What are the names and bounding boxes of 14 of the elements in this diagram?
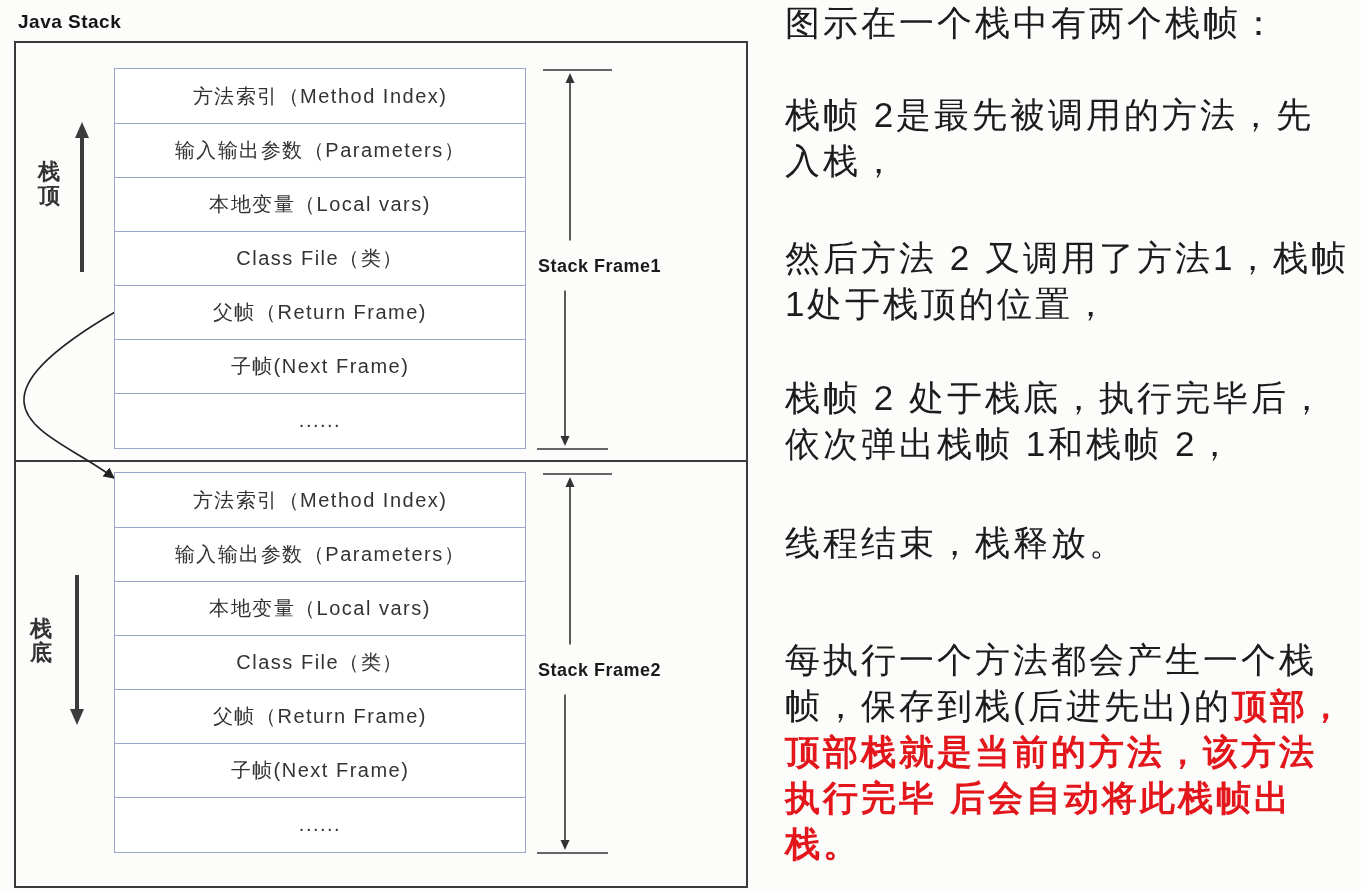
note-text: 然后方法 2 又调用了方法1，栈帧 1处于栈顶的位置， [785,237,1350,325]
note-text: 栈帧 2 处于栈底，执行完毕后，依次弹出栈帧 1和栈帧 2， [785,377,1328,465]
note-text: 图示在一个栈中有两个栈帧： [785,2,1280,44]
stack-frame-table [114,472,526,853]
note-text: 每执行一个方法都会产生一个栈帧，保存到栈(后进先出)的顶部，顶部栈就是当前的方法，该方法执行完毕 后会自动将此栈帧出栈。 [785,639,1348,865]
diagram-heading: Java Stack [18,10,122,34]
stack-frame-table [114,68,526,449]
stack-bottom-label: 栈底 [30,617,52,666]
note-text: 线程结束，栈释放。 [785,522,1128,564]
stack-top-label: 栈顶 [38,160,60,209]
dimension-label: Stack Frame2 [538,658,662,681]
dimension-label: Stack Frame1 [538,254,662,277]
connector-arrow [23,311,116,479]
note-text: 栈帧 2是最先被调用的方法，先入栈， [785,94,1316,182]
